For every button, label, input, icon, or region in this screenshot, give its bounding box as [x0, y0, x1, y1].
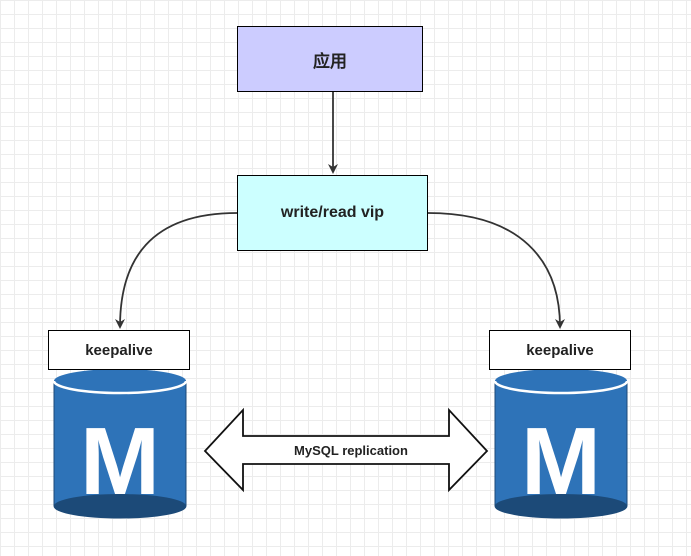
vip-node-label: write/read vip: [280, 204, 385, 221]
connector-vip-to-keepalive-right: [427, 212, 565, 329]
connector-vip-to-keepalive-left: [115, 212, 238, 329]
app-node-label: 应用: [313, 51, 347, 71]
keepalive-left-node[interactable]: keepalive: [48, 330, 190, 370]
database-right-letter: M: [521, 408, 601, 515]
replication-arrow: MySQL replication: [203, 407, 489, 493]
vip-node[interactable]: write/read vip: [237, 175, 428, 251]
database-left-letter: M: [80, 408, 160, 515]
keepalive-left-label: keepalive: [85, 341, 153, 359]
database-right: M: [493, 369, 629, 519]
keepalive-right-label: keepalive: [526, 341, 594, 359]
app-node[interactable]: 应用: [237, 26, 423, 92]
replication-label: MySQL replication: [294, 443, 408, 458]
database-left: M: [52, 369, 188, 519]
keepalive-right-node[interactable]: keepalive: [489, 330, 631, 370]
